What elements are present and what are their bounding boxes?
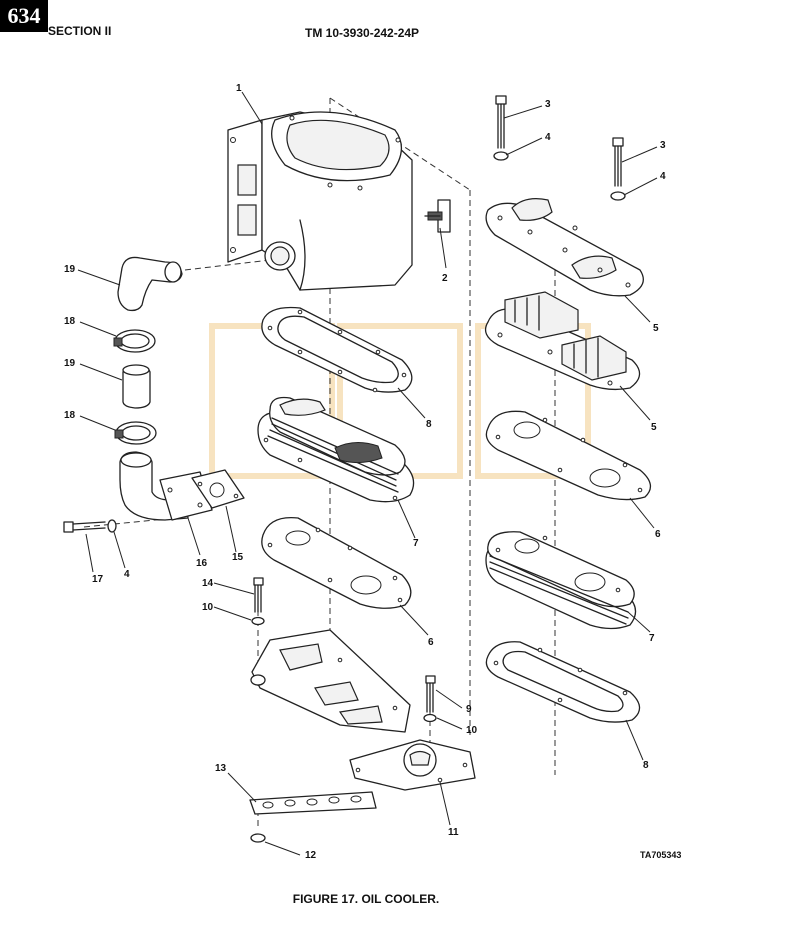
callout-6: 6 <box>428 637 434 648</box>
callout-4: 4 <box>124 569 130 580</box>
callout-19: 19 <box>64 358 76 369</box>
leader-lines <box>77 91 658 856</box>
manual-id: TM 10-3930-242-24P <box>305 26 420 40</box>
part-10-washer-lower <box>423 713 437 723</box>
part-13-gasket-strip <box>249 791 377 815</box>
part-12-washer <box>250 833 266 843</box>
part-8-gasket-lower <box>485 641 641 723</box>
part-2-bracket <box>424 199 451 233</box>
callout-11: 11 <box>448 827 459 838</box>
part-18-clamp-lower <box>114 421 157 445</box>
callout-10: 10 <box>202 602 214 613</box>
callout-6: 6 <box>655 529 661 540</box>
drawing-code: TA705343 <box>640 850 682 860</box>
section-label: SECTION II <box>48 24 112 38</box>
part-15-flange-gasket <box>191 469 245 509</box>
callout-16: 16 <box>196 558 208 569</box>
callout-10: 10 <box>466 725 478 736</box>
part-1-housing <box>227 111 413 291</box>
callout-9: 9 <box>466 704 472 715</box>
part-11-cover-plate <box>349 739 476 791</box>
part-18-clamp-upper <box>113 329 156 353</box>
base-adapter-plate <box>250 629 411 733</box>
callout-14: 14 <box>202 578 214 589</box>
callout-18: 18 <box>64 410 76 421</box>
callout-7: 7 <box>413 538 419 549</box>
part-5-cover-plate-top <box>485 198 644 297</box>
callout-1: 1 <box>236 83 242 94</box>
callout-15: 15 <box>232 552 244 563</box>
part-14-bolt <box>253 577 264 613</box>
callout-7: 7 <box>649 633 655 644</box>
part-17-bolt <box>63 521 106 533</box>
part-6-plate-left <box>261 516 412 609</box>
part-4-washer-left <box>493 151 509 161</box>
callout-8: 8 <box>643 760 649 771</box>
callout-4: 4 <box>660 171 666 182</box>
part-8-gasket-upper <box>261 306 413 393</box>
part-7-cooler-core-upper <box>257 396 415 503</box>
callout-13: 13 <box>215 763 227 774</box>
callout-5: 5 <box>653 323 659 334</box>
callout-5: 5 <box>651 422 657 433</box>
callout-2: 2 <box>442 273 448 284</box>
part-19-hose-straight <box>122 364 151 409</box>
figure-caption: FIGURE 17. OIL COOLER. <box>292 892 440 906</box>
page-number-badge: 634 <box>0 0 48 32</box>
callout-3: 3 <box>660 140 666 151</box>
part-6-plate-right <box>485 410 652 501</box>
callout-18: 18 <box>64 316 76 327</box>
callout-12: 12 <box>305 850 317 861</box>
part-5-fin-plate <box>484 291 641 391</box>
callout-labels: 1 2 3 4 3 4 5 5 6 7 8 7 6 8 19 18 19 18 … <box>64 83 666 861</box>
part-4-washer-right <box>610 191 626 201</box>
callout-17: 17 <box>92 574 104 585</box>
part-4-washer-bolt <box>107 519 117 533</box>
part-10-washer-middle <box>251 616 265 626</box>
part-7-cooler-core-lower <box>485 531 637 630</box>
part-19-elbow-hose-upper <box>117 256 183 312</box>
callout-8: 8 <box>426 419 432 430</box>
callout-19: 19 <box>64 264 76 275</box>
part-9-bolt <box>425 675 436 713</box>
part-3-bolt-right <box>612 137 624 187</box>
callout-3: 3 <box>545 99 551 110</box>
part-3-bolt-left <box>495 95 507 149</box>
callout-4: 4 <box>545 132 551 143</box>
